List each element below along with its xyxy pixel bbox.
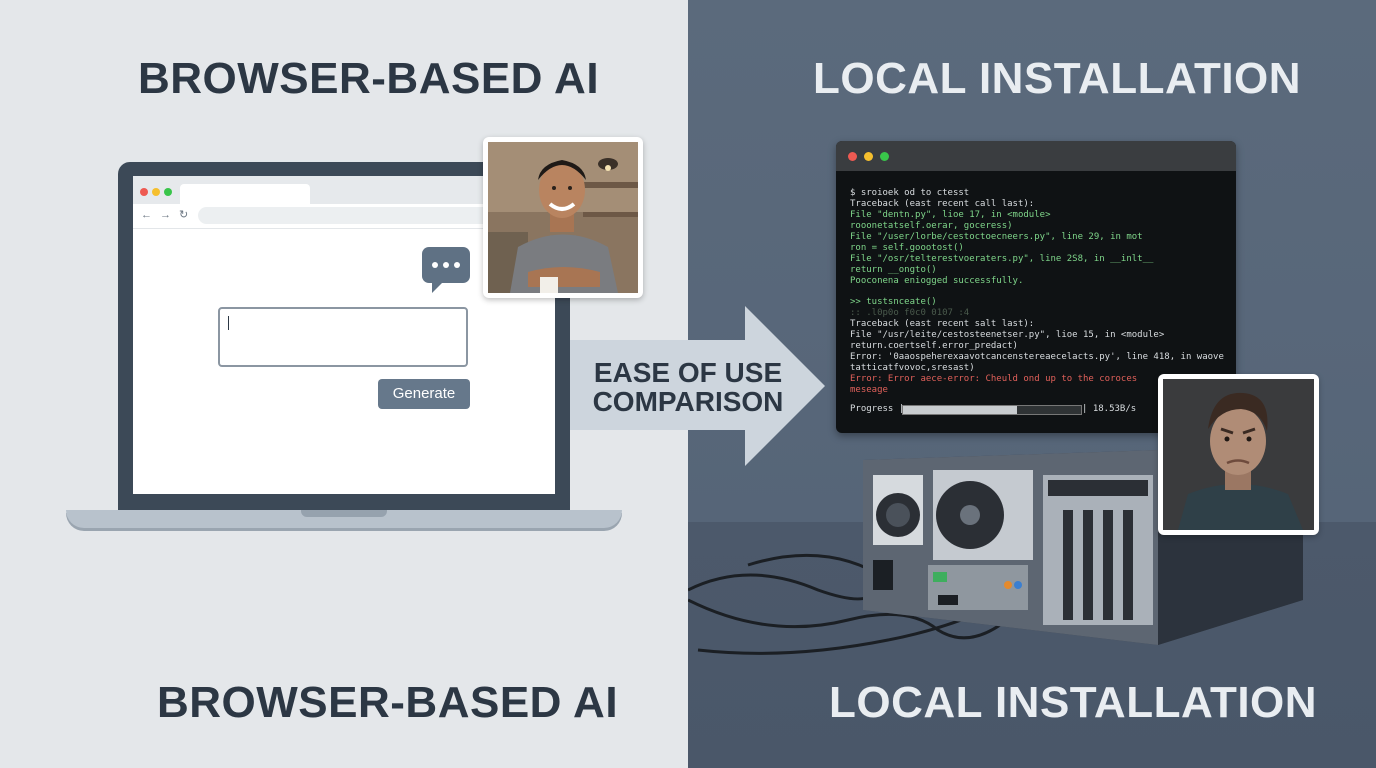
arrow-label-line1: EASE OF USE xyxy=(593,357,783,388)
progress-bar xyxy=(902,405,1082,415)
prompt-input[interactable] xyxy=(218,307,468,367)
terminal-line: return.coertself.error_predact) xyxy=(850,341,1018,351)
smiling-person-image xyxy=(488,142,638,293)
text-caret xyxy=(228,316,229,330)
browser-minimize-dot[interactable] xyxy=(152,188,160,196)
terminal-line: File "/user/lorbe/cestoctoecneers.py", l… xyxy=(850,232,1143,242)
laptop-notch xyxy=(301,510,387,517)
terminal-line: File "/osr/telterestvoeraters.py", line … xyxy=(850,254,1154,264)
terminal-line: tatticatfvovoc,sresast) xyxy=(850,363,975,373)
terminal-line: rooonetatself.oerar, goceress) xyxy=(850,221,1013,231)
browser-maximize-dot[interactable] xyxy=(164,188,172,196)
terminal-line: >> tustsnceate() xyxy=(850,297,937,307)
left-title-bottom: BROWSER-BASED AI xyxy=(157,678,619,727)
terminal-error-line: meseage xyxy=(850,385,888,395)
terminal-line: $ sroioek od to ctesst xyxy=(850,188,970,198)
progress-label: Progress | xyxy=(850,404,905,414)
frowning-person-image xyxy=(1163,379,1314,530)
chat-dot xyxy=(443,262,449,268)
frustrated-user-photo xyxy=(1158,374,1319,535)
terminal-window: $ sroioek od to ctesst Traceback (east r… xyxy=(836,141,1236,433)
terminal-line: ron = self.goootost() xyxy=(850,243,964,253)
url-bar[interactable] xyxy=(198,207,548,224)
chat-bubble-tail xyxy=(432,281,444,293)
arrow-label-line2: COMPARISON xyxy=(592,386,784,417)
laptop-base xyxy=(66,510,622,528)
browser-tab[interactable] xyxy=(180,184,310,204)
left-title-top: BROWSER-BASED AI xyxy=(138,54,600,103)
terminal-error-line: Error: Error aece-error: Cheuld ond up t… xyxy=(850,374,1138,384)
terminal-title-bar xyxy=(836,141,1236,171)
terminal-minimize-dot[interactable] xyxy=(864,152,873,161)
terminal-line: Traceback (east recent salt last): xyxy=(850,319,1035,329)
back-arrow-icon[interactable]: ← xyxy=(141,209,152,221)
forward-arrow-icon[interactable]: → xyxy=(160,209,171,221)
right-title-top: LOCAL INSTALLATION xyxy=(813,54,1302,103)
terminal-line: Error: '0aaospeherexaavotcancenstereaece… xyxy=(850,352,1224,362)
arrow-shaft xyxy=(570,340,748,430)
progress-fill xyxy=(903,406,1017,414)
terminal-line: File "dentn.py", lioe 17, in <module> xyxy=(850,210,1051,220)
terminal-maximize-dot[interactable] xyxy=(880,152,889,161)
browser-close-dot[interactable] xyxy=(140,188,148,196)
terminal-line: Pooconena eniogged successfully. xyxy=(850,276,1024,286)
arrow-label: EASE OF USE COMPARISON xyxy=(582,358,794,416)
reload-icon[interactable]: ↻ xyxy=(179,209,189,221)
right-title-bottom: LOCAL INSTALLATION xyxy=(829,678,1318,727)
arrow-head-icon xyxy=(745,306,825,466)
generate-button[interactable]: Generate xyxy=(378,379,470,409)
terminal-line: File "/usr/leite/cestosteenetser.py", li… xyxy=(850,330,1165,340)
progress-rate: | 18.53B/s xyxy=(1082,404,1137,414)
terminal-line: Traceback (east recent call last): xyxy=(850,199,1035,209)
happy-user-photo xyxy=(483,137,643,298)
terminal-close-dot[interactable] xyxy=(848,152,857,161)
chat-dot xyxy=(454,262,460,268)
terminal-line: :: .l0p0o f0c0 0107 :4 xyxy=(850,308,970,318)
terminal-line: return __ongto() xyxy=(850,265,937,275)
chat-dot xyxy=(432,262,438,268)
